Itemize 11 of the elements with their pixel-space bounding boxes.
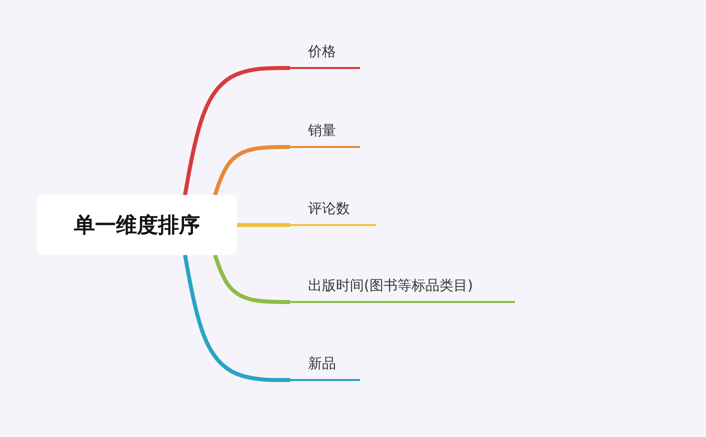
central-topic: 单一维度排序 <box>37 195 237 255</box>
branch-line <box>183 254 290 382</box>
branch-line <box>213 254 290 304</box>
branch-line <box>236 223 290 227</box>
branch-line <box>213 145 290 196</box>
branch-topic: 销量 <box>290 115 360 148</box>
branch-line <box>183 66 290 196</box>
branch-topic: 新品 <box>290 348 360 381</box>
branch-topic: 出版时间(图书等标品类目) <box>290 270 515 303</box>
branch-topic: 价格 <box>290 36 360 69</box>
branch-topic: 评论数 <box>290 193 376 226</box>
